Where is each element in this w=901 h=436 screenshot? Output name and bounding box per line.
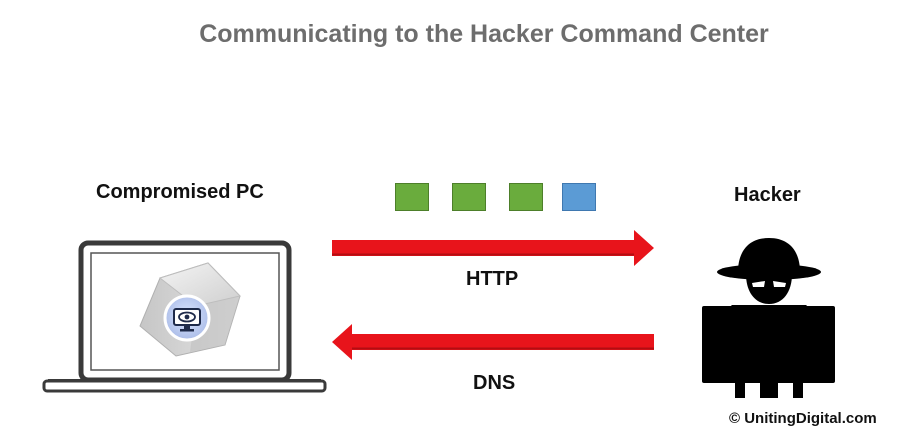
http-label: HTTP [466,268,519,290]
dns-label: DNS [473,372,516,394]
diagram-title: Communicating to the Hacker Command Cent… [199,20,769,48]
compromised-pc-label: Compromised PC [96,181,264,203]
eye-monitor-cube-icon [139,262,241,357]
data-packet-4 [562,183,596,211]
hacker-silhouette-icon [702,238,835,398]
dns-arrow [332,324,654,360]
data-packet-2 [452,183,486,211]
data-packet-3 [509,183,543,211]
copyright-notice: © UnitingDigital.com [729,410,877,427]
http-arrow [332,230,654,266]
data-packet-1 [395,183,429,211]
hacker-label: Hacker [734,184,801,206]
